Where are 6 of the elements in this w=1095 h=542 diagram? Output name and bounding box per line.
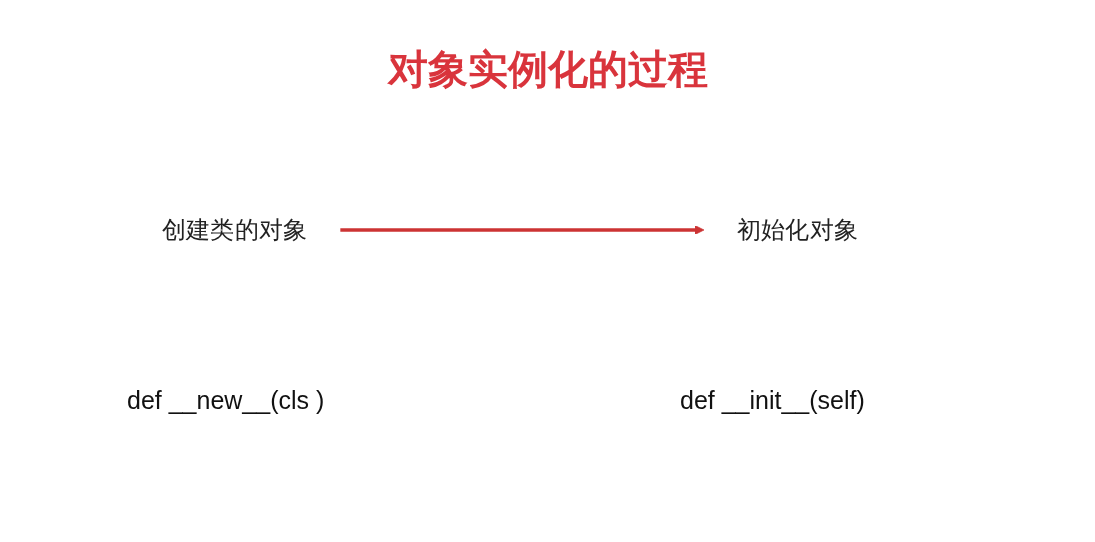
node-text: 初始化对象	[736, 216, 859, 244]
title: 对象实例化的过程	[387, 46, 708, 92]
node-text: 创建类的对象	[161, 216, 308, 244]
code-label: def __new__(cls )	[127, 386, 325, 415]
code-label: def __init__(self)	[680, 386, 865, 415]
arrow	[340, 225, 705, 235]
